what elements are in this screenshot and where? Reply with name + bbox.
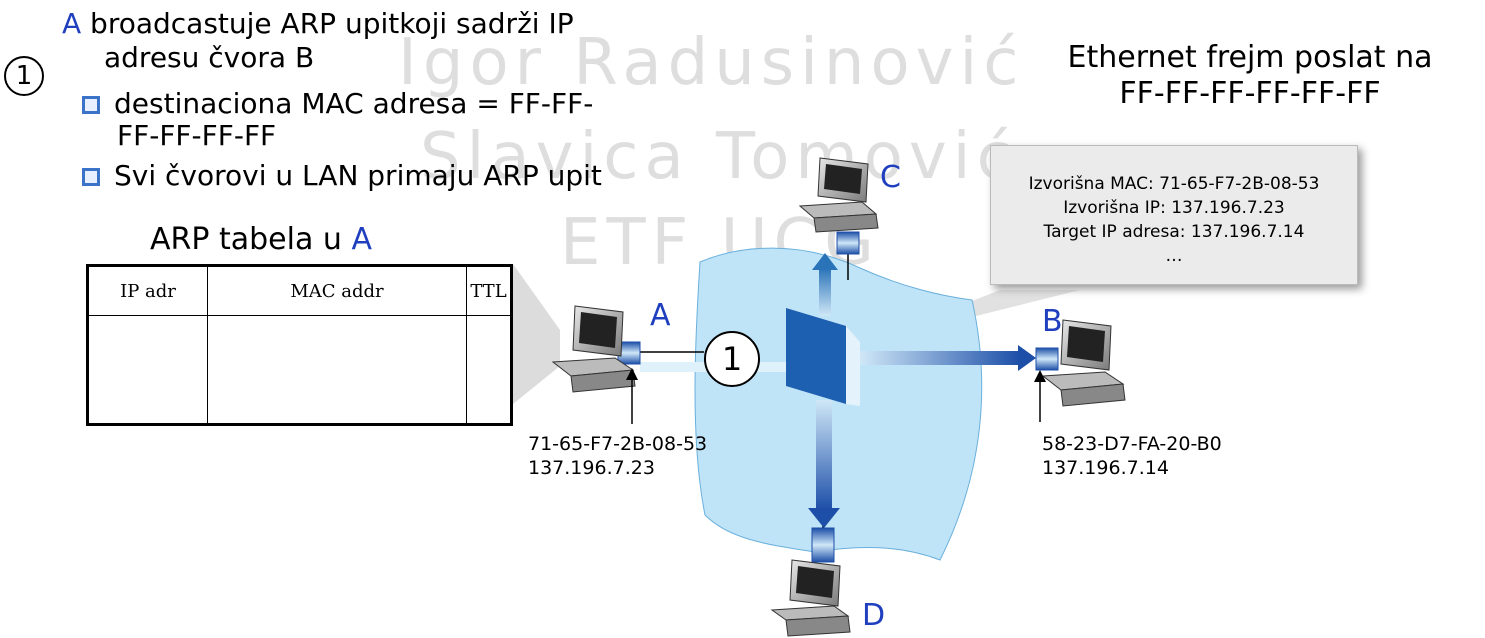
callout-source-ip: Izvorišna IP: 137.196.7.23 [1063,198,1285,218]
arp-table: IP adr MAC addr TTL [86,264,513,426]
arp-table-header-row: IP adr MAC addr TTL [87,265,512,316]
arp-table-title: ARP tabela u A [150,224,372,256]
callout-source-mac: Izvorišna MAC: 71-65-F7-2B-08-53 [1028,174,1320,194]
bullet-square-icon [82,168,100,186]
intro-line-1: A broadcastuje ARP upitkoji sadrži IP [62,8,574,40]
node-label-c: C [880,160,901,195]
port-d [811,527,835,563]
bullet-text: destinaciona MAC adresa = FF-FF- [114,87,594,120]
intro-text: broadcastuje ARP upitkoji sadrži IP [81,7,574,40]
ethernet-note: Ethernet frejm poslat na FF-FF-FF-FF-FF-… [1030,40,1470,112]
step-number: 1 [15,61,33,91]
bullet-item-all-nodes: Svi čvorovi u LAN primaju ARP upit [82,160,602,192]
ethernet-note-line-1: Ethernet frejm poslat na [1067,40,1433,75]
callout-ellipsis: … [1165,246,1183,266]
arp-cell-mac [207,315,467,425]
watermark-line-1: Igor Radusinović [398,26,1025,100]
bullet-text: Svi čvorovi u LAN primaju ARP upit [114,159,602,192]
watermark-line-3: ETF UCG [560,206,880,280]
node-b-ip: 137.196.7.14 [1042,457,1169,479]
bullet-square-icon [82,96,100,114]
port-b [1035,347,1059,371]
link-step-circle: 1 [704,331,760,387]
node-a-ip: 137.196.7.23 [528,457,655,479]
switch-icon [786,308,846,404]
arp-header-ttl: TTL [466,265,512,316]
table-zoom-wedge [513,264,560,404]
arp-table-title-node: A [351,222,372,257]
bullet-item-destination-mac: destinaciona MAC adresa = FF-FF- [82,88,593,120]
arp-cell-ip [87,315,208,425]
arrow-to-d [816,400,832,510]
node-label-b: B [1042,304,1063,339]
arp-cell-ttl [466,315,512,425]
arp-table-title-text: ARP tabela u [150,222,352,257]
node-label-d: D [862,598,886,633]
node-a-mac: 71-65-F7-2B-08-53 [528,433,708,455]
arrow-to-b [860,351,1020,365]
arp-table-row [87,315,512,425]
node-b-mac: 58-23-D7-FA-20-B0 [1042,433,1222,455]
link-step-number: 1 [721,340,743,378]
computer-a-icon [551,305,636,393]
port-a [617,341,641,365]
intro-node-name: A [62,7,82,40]
step-number-circle: 1 [4,56,44,96]
intro-line-2: adresu čvora B [104,41,315,74]
node-a-address: 71-65-F7-2B-08-53 137.196.7.23 [528,432,707,480]
arp-header-ip: IP adr [87,265,208,316]
ethernet-note-line-2: FF-FF-FF-FF-FF-FF [1119,76,1381,111]
lan-cloud [694,247,983,561]
node-label-a: A [650,298,671,333]
arp-header-mac: MAC addr [207,265,467,316]
computer-d-icon [770,559,851,637]
arp-packet-callout: Izvorišna MAC: 71-65-F7-2B-08-53 Izvoriš… [990,145,1358,285]
watermark-line-2: Slavica Tomović [420,120,1018,194]
callout-target-ip: Target IP adresa: 137.196.7.14 [1043,222,1305,242]
bullet-continuation: FF-FF-FF-FF [117,119,277,152]
node-b-address: 58-23-D7-FA-20-B0 137.196.7.14 [1042,432,1222,480]
